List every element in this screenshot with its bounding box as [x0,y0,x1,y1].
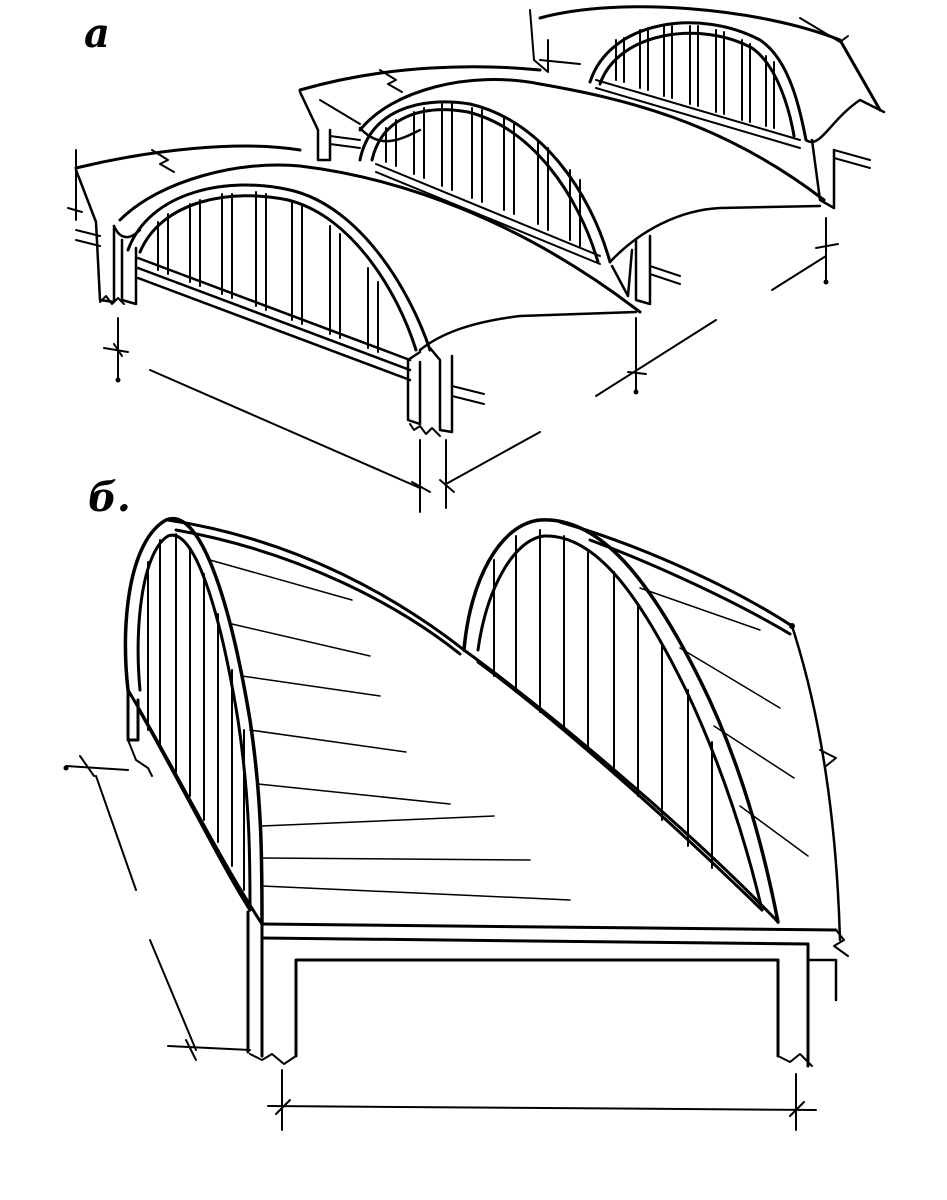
panel-b-dimensions [63,623,837,1131]
support-frame [127,739,849,1068]
left-arch-diaphragm [123,516,264,926]
roof-right-edge [790,624,842,942]
panel-a-dimensions [67,149,839,513]
panel-b-drawing [63,516,849,1131]
right-arch-diaphragm [462,518,780,924]
shell-surface-hatching [209,559,809,901]
roof-ridge-line [166,518,466,652]
shell-back-row [529,5,886,210]
frame-beam-top [260,922,838,932]
left-column [246,910,264,1058]
panel-a-label: а [84,10,110,57]
shell-middle-row [298,65,826,306]
shell-front-row [74,144,642,437]
right-arch-mullions [493,529,713,869]
front-row-mullions [157,191,379,353]
middle-row-mullions [385,103,581,247]
panel-a-drawing [67,5,886,513]
left-arch-mullions [147,533,245,891]
panel-b-label: б. [88,474,131,521]
back-row-mullions [615,25,775,129]
roof-back-edge [558,520,794,628]
